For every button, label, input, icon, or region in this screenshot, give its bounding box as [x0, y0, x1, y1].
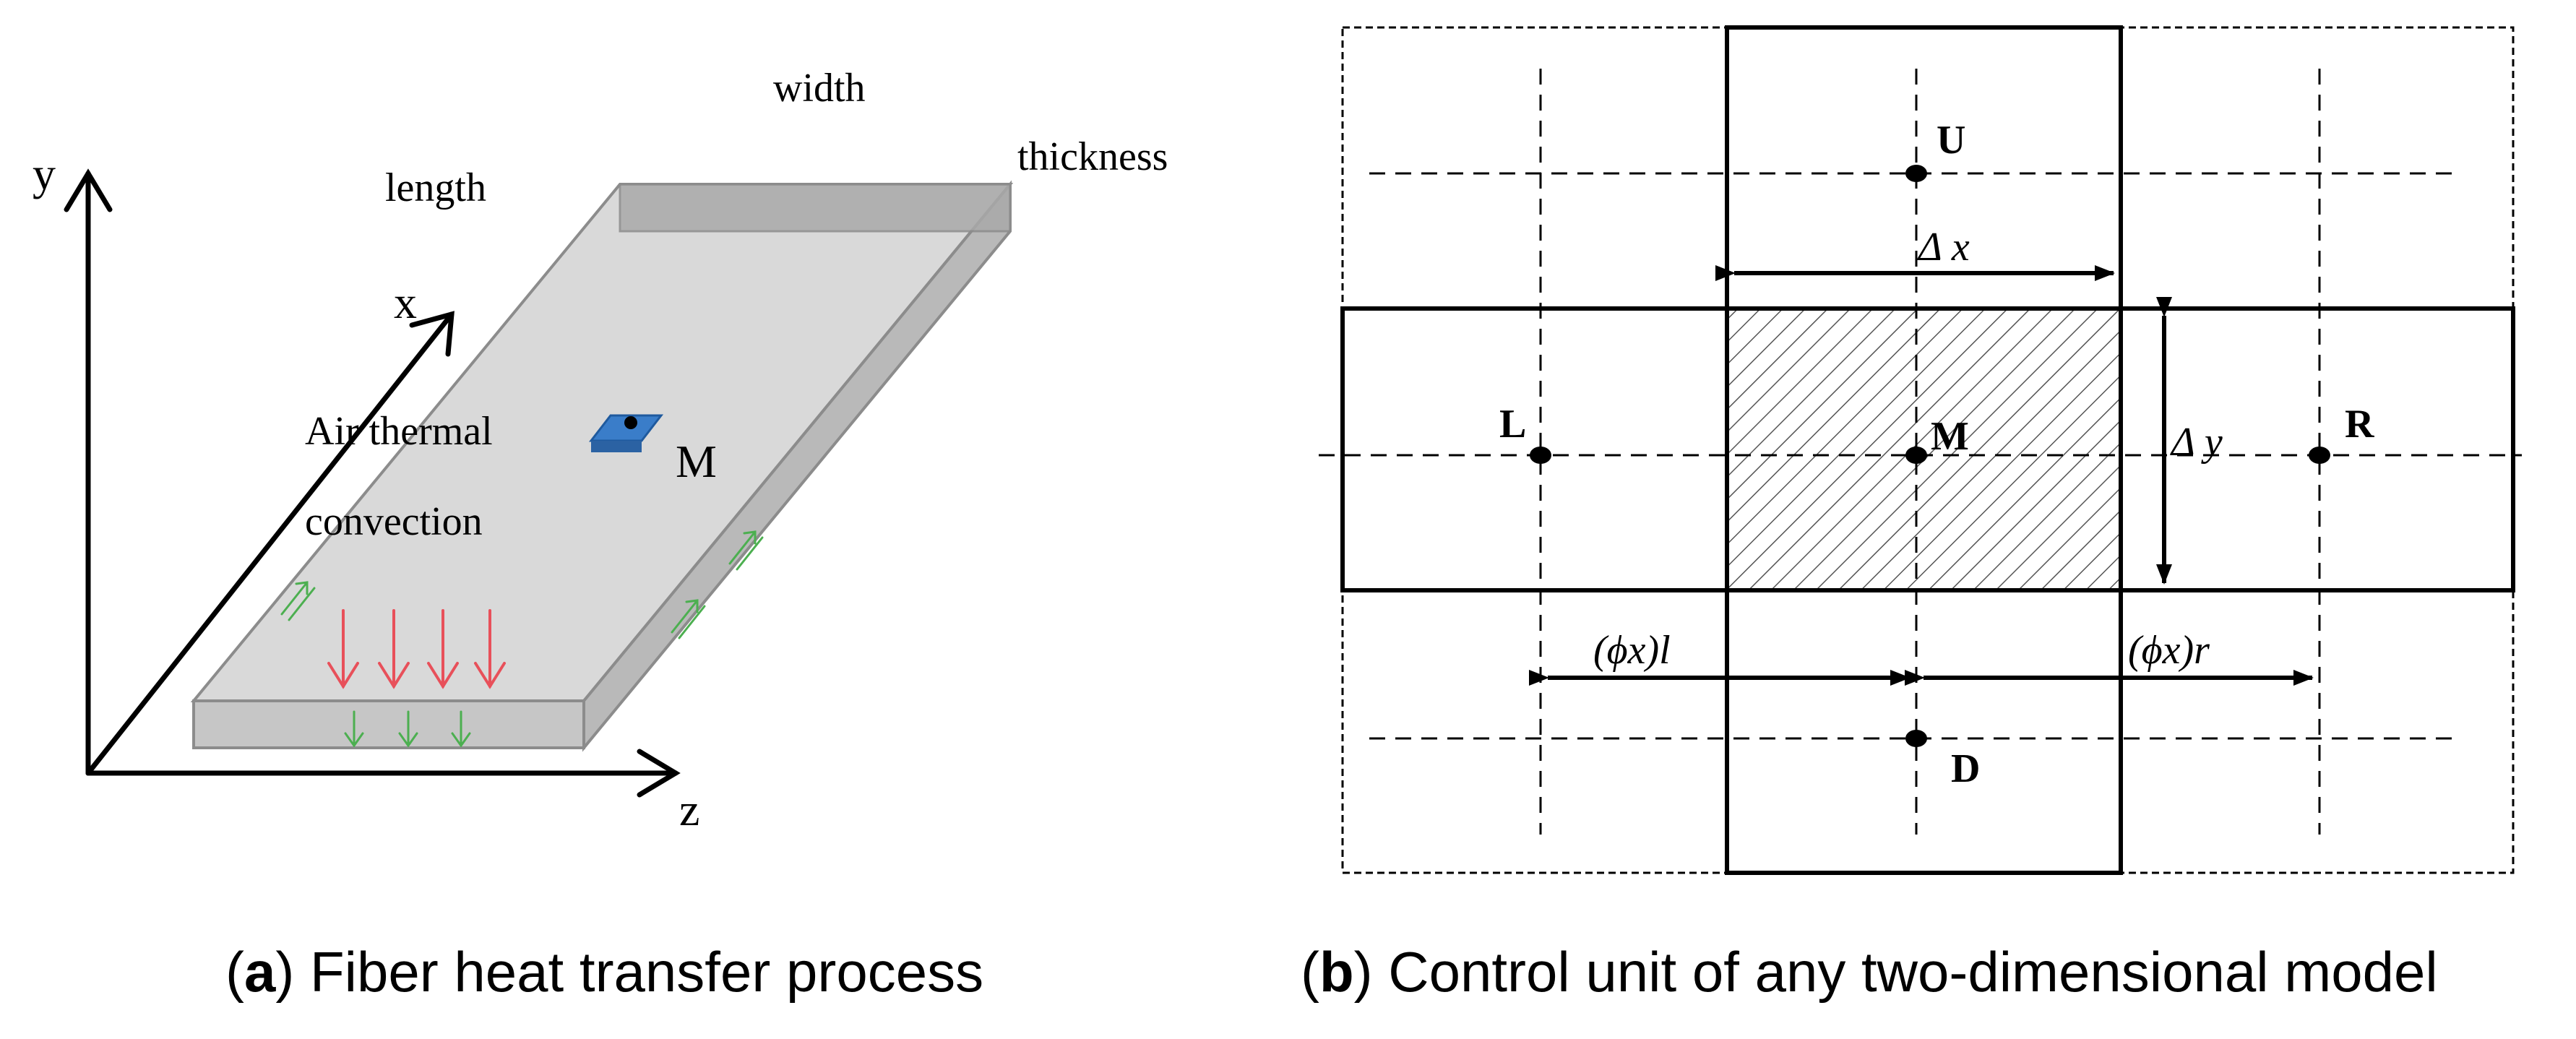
label-thickness: thickness [1017, 134, 1168, 179]
axes [64, 168, 681, 798]
nodes [1530, 165, 2330, 747]
node-D [1905, 730, 1927, 747]
vertical-cell [1725, 25, 2123, 875]
label-width: width [773, 66, 866, 111]
x-axis-label: x [394, 277, 417, 328]
element-M-label: M [676, 436, 717, 487]
z-axis-label: z [679, 784, 699, 835]
plate-back-edge [619, 183, 1012, 233]
node-U-label: U [1937, 118, 1965, 163]
element-point [624, 416, 637, 429]
panel-b: U L M R D Δ x Δ y (ϕx)l (ϕx)r (b) Contro… [1301, 25, 2522, 1004]
y-axis-label: y [33, 148, 56, 199]
node-R-label: R [2345, 402, 2374, 447]
plate-front-face [192, 699, 585, 749]
node-U [1905, 165, 1927, 182]
element-side [591, 441, 642, 452]
flow-arrows-down [344, 710, 471, 748]
phi-right-label: (ϕx)r [2128, 628, 2210, 673]
center-cell-dashed-edges [1727, 306, 2121, 592]
x-axis [85, 311, 455, 776]
flow-arrows-diagonal [280, 530, 764, 639]
node-R [2309, 447, 2330, 464]
node-M-label: M [1931, 414, 1969, 459]
panel-a: y x z M [33, 66, 1168, 1004]
caption-b: (b) Control unit of any two-dimensional … [1301, 940, 2438, 1004]
fiber-plate [190, 180, 1014, 752]
label-length: length [385, 165, 486, 210]
phi-left-label: (ϕx)l [1593, 628, 1671, 673]
dimension-arrows [1529, 265, 2314, 686]
delta-x-label: Δ x [1917, 225, 1970, 270]
heat-arrows [327, 609, 506, 689]
element-M [588, 414, 664, 452]
label-convection: convection [305, 499, 483, 544]
y-axis-arrowhead [64, 168, 113, 212]
delta-y-label: Δ y [2170, 420, 2223, 465]
x-axis-arrowhead [409, 311, 455, 357]
caption-a: (a) Fiber heat transfer process [225, 940, 983, 1004]
z-axis-arrowhead [637, 749, 681, 798]
label-air-thermal: Air thermal [305, 409, 493, 454]
node-L-label: L [1499, 402, 1526, 447]
node-D-label: D [1951, 746, 1980, 791]
node-M [1905, 447, 1927, 464]
node-L [1530, 447, 1551, 464]
